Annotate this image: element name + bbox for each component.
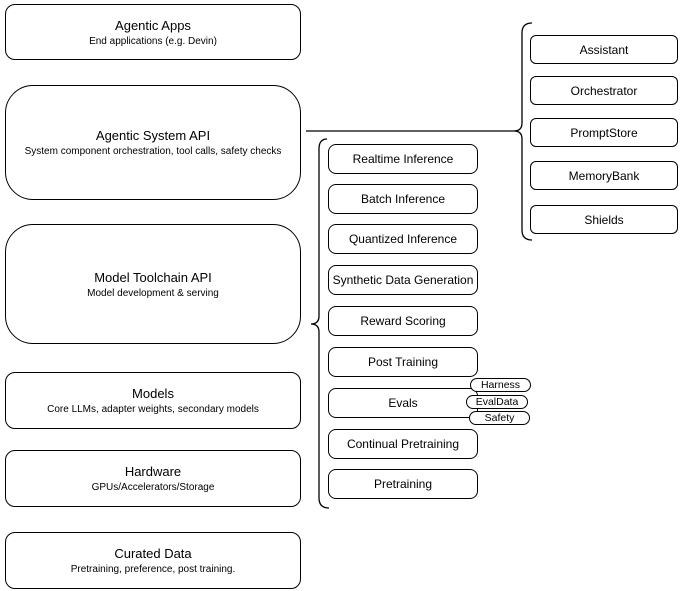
system-component-label: Assistant bbox=[579, 42, 629, 57]
toolchain-item-label: Realtime Inference bbox=[352, 152, 454, 166]
system-component-promptstore: PromptStore bbox=[530, 118, 678, 147]
toolchain-item-label: Synthetic Data Generation bbox=[332, 273, 474, 287]
box-subtitle: Model development & serving bbox=[87, 287, 219, 299]
toolchain-item-label: Quantized Inference bbox=[348, 232, 458, 246]
curated-data-box: Curated Data Pretraining, preference, po… bbox=[5, 532, 301, 589]
box-subtitle: System component orchestration, tool cal… bbox=[24, 146, 282, 157]
system-component-orchestrator: Orchestrator bbox=[530, 76, 678, 105]
toolchain-item-evals: Evals bbox=[328, 388, 478, 418]
box-subtitle: End applications (e.g. Devin) bbox=[89, 35, 217, 47]
eval-tag-label: Harness bbox=[480, 379, 521, 391]
toolchain-brace bbox=[310, 138, 330, 509]
eval-tag-harness: Harness bbox=[470, 378, 531, 392]
toolchain-item-label: Continual Pretraining bbox=[346, 437, 460, 451]
toolchain-item-post-training: Post Training bbox=[328, 347, 478, 377]
eval-tag-label: Safety bbox=[484, 412, 515, 424]
system-component-assistant: Assistant bbox=[530, 35, 678, 64]
eval-tag-label: EvalData bbox=[475, 396, 519, 408]
system-component-label: Orchestrator bbox=[570, 83, 638, 98]
hardware-box: Hardware GPUs/Accelerators/Storage bbox=[5, 450, 301, 507]
eval-tag-safety: Safety bbox=[469, 411, 530, 425]
toolchain-item-label: Pretraining bbox=[373, 477, 433, 491]
box-title: Agentic Apps bbox=[115, 17, 191, 33]
box-title: Agentic System API bbox=[95, 128, 211, 143]
toolchain-item-label: Evals bbox=[388, 396, 418, 410]
box-subtitle: Pretraining, preference, post training. bbox=[70, 564, 236, 575]
system-component-label: MemoryBank bbox=[568, 168, 640, 183]
box-title: Model Toolchain API bbox=[94, 269, 212, 285]
system-component-shields: Shields bbox=[530, 205, 678, 234]
box-subtitle: GPUs/Accelerators/Storage bbox=[91, 482, 215, 493]
toolchain-item-quantized-inference: Quantized Inference bbox=[328, 224, 478, 254]
agentic-apps-box: Agentic Apps End applications (e.g. Devi… bbox=[5, 4, 301, 60]
models-box: Models Core LLMs, adapter weights, secon… bbox=[5, 372, 301, 429]
toolchain-item-pretraining: Pretraining bbox=[328, 469, 478, 499]
toolchain-item-label: Post Training bbox=[367, 355, 439, 369]
toolchain-item-reward-scoring: Reward Scoring bbox=[328, 306, 478, 336]
toolchain-item-batch-inference: Batch Inference bbox=[328, 184, 478, 214]
toolchain-item-realtime-inference: Realtime Inference bbox=[328, 144, 478, 174]
toolchain-item-label: Reward Scoring bbox=[360, 314, 446, 328]
toolchain-item-synthetic-data-generation: Synthetic Data Generation bbox=[328, 265, 478, 295]
toolchain-item-continual-pretraining: Continual Pretraining bbox=[328, 429, 478, 459]
box-subtitle: Core LLMs, adapter weights, secondary mo… bbox=[47, 404, 259, 415]
box-title: Models bbox=[132, 386, 174, 401]
eval-tag-evaldata: EvalData bbox=[466, 395, 528, 409]
system-component-label: Shields bbox=[584, 212, 624, 227]
system-component-memorybank: MemoryBank bbox=[530, 161, 678, 190]
box-title: Hardware bbox=[124, 464, 182, 479]
system-component-label: PromptStore bbox=[570, 125, 638, 140]
model-toolchain-api-box: Model Toolchain API Model development & … bbox=[5, 224, 301, 344]
toolchain-item-label: Batch Inference bbox=[360, 192, 446, 206]
box-title: Curated Data bbox=[114, 546, 192, 561]
agentic-system-api-box: Agentic System API System component orch… bbox=[5, 85, 301, 200]
